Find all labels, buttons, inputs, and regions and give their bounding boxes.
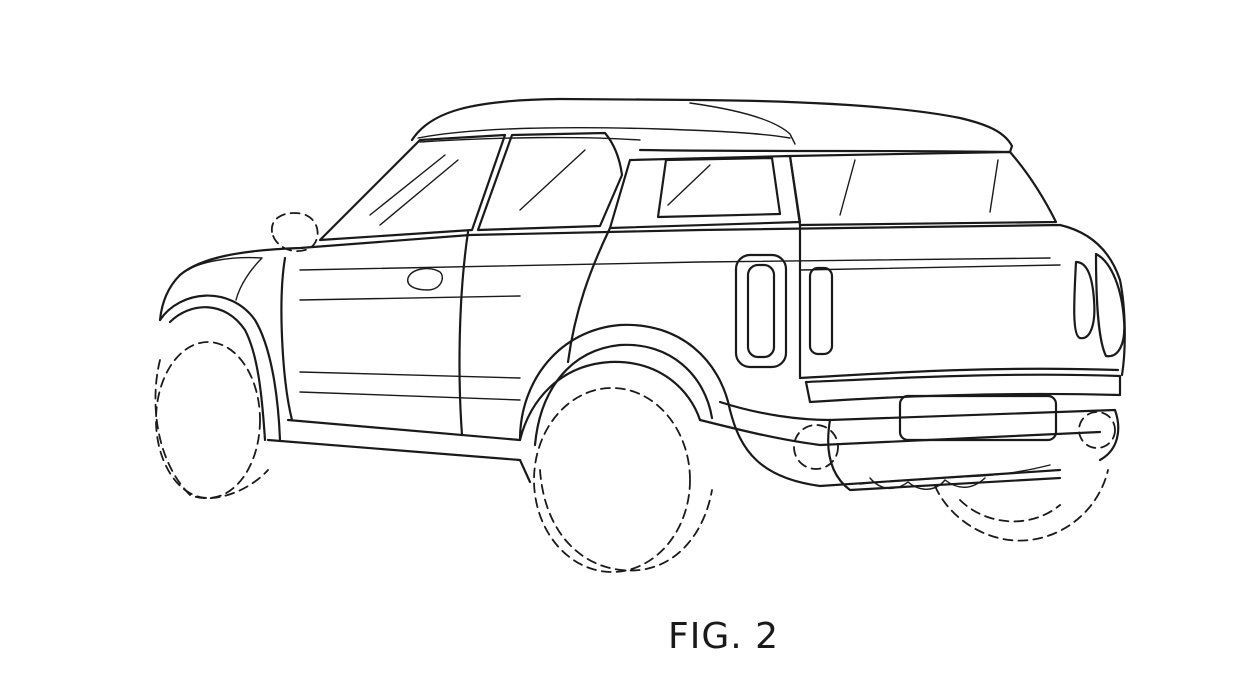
rear-window	[788, 150, 1058, 227]
side-windows	[318, 131, 802, 242]
front-wheel	[154, 341, 269, 500]
rear-wheel-arch	[518, 323, 1062, 488]
roof	[410, 97, 1014, 154]
body-outline	[158, 223, 1126, 484]
side-mirror	[271, 212, 319, 253]
rear-fog-lamps	[793, 411, 1116, 470]
front-wheel-arch	[158, 256, 282, 442]
rear-wheel	[533, 387, 713, 573]
tailgate	[718, 223, 1122, 492]
license-plate	[898, 394, 1058, 442]
doors	[280, 226, 612, 437]
figure-label: FIG. 2	[668, 616, 780, 657]
far-rear-wheel	[934, 469, 1109, 542]
tail-lights	[734, 252, 1126, 369]
